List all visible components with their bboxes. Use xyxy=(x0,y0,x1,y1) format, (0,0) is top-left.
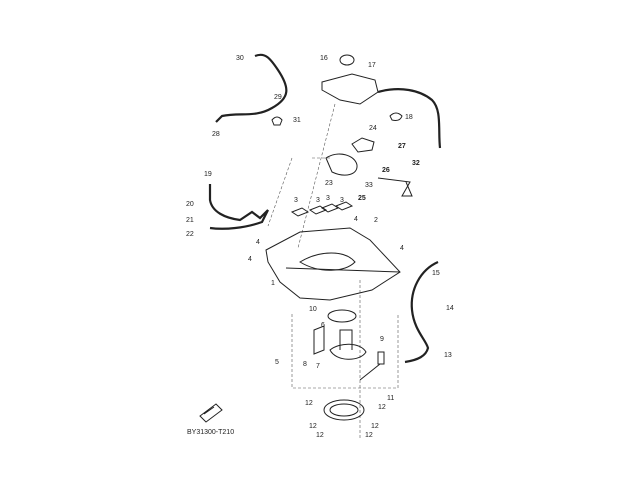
callout: 30 xyxy=(236,55,244,62)
breather-hose xyxy=(215,53,288,123)
callout: 1 xyxy=(271,280,275,287)
ref-line xyxy=(297,103,336,249)
callout: 6 xyxy=(321,322,325,329)
fuel-hose xyxy=(208,184,269,230)
heat-shield xyxy=(325,153,358,176)
callout: 7 xyxy=(316,363,320,370)
plate xyxy=(308,205,328,215)
callout: 4 xyxy=(256,239,260,246)
callout: 12 xyxy=(309,423,317,430)
callout: 14 xyxy=(446,305,454,312)
callout: 20 xyxy=(186,201,194,208)
ref-line xyxy=(267,157,293,227)
callout: 12 xyxy=(305,400,313,407)
fuel-pump-group xyxy=(291,314,399,389)
callout: 10 xyxy=(309,306,317,313)
callout: 29 xyxy=(274,94,282,101)
callout: 12 xyxy=(365,432,373,439)
callout: 12 xyxy=(378,404,386,411)
callout: 19 xyxy=(204,171,212,178)
cap-cover xyxy=(321,73,379,105)
pump-ring-inner xyxy=(329,403,359,417)
filler-cap xyxy=(339,54,355,66)
callout: 8 xyxy=(303,361,307,368)
drain-hose xyxy=(377,88,442,149)
callout: 24 xyxy=(369,125,377,132)
plate xyxy=(320,203,340,213)
plate xyxy=(334,201,354,211)
stay xyxy=(377,177,413,197)
callout: 32 xyxy=(412,160,420,167)
callout: 3 xyxy=(294,197,298,204)
front-symbol xyxy=(199,403,223,423)
callout: 3 xyxy=(340,197,344,204)
callout: 12 xyxy=(371,423,379,430)
tank-edge xyxy=(285,267,401,273)
callout: 33 xyxy=(365,182,373,189)
tank-top xyxy=(299,252,356,271)
plate xyxy=(290,207,310,217)
callout: 23 xyxy=(325,180,333,187)
callout: 18 xyxy=(405,114,413,121)
callout: 27 xyxy=(398,143,406,150)
callout: 13 xyxy=(444,352,452,359)
callout: 16 xyxy=(320,55,328,62)
callout: 25 xyxy=(358,195,366,202)
return-hose xyxy=(404,260,439,364)
diagram-code: BY31300-T210 xyxy=(187,429,234,436)
fuel-pump xyxy=(329,329,367,360)
callout: 11 xyxy=(387,395,394,402)
callout: 4 xyxy=(354,216,358,223)
callout: 26 xyxy=(382,167,390,174)
callout: 3 xyxy=(326,195,330,202)
sender xyxy=(359,351,385,381)
callout: 4 xyxy=(400,245,404,252)
callout: 31 xyxy=(293,117,301,124)
pump-ring xyxy=(323,399,365,421)
callout: 15 xyxy=(432,270,440,277)
callout: 9 xyxy=(380,336,384,343)
gasket xyxy=(327,309,357,323)
callout: 28 xyxy=(212,131,220,138)
callout: 4 xyxy=(248,256,252,263)
fuel-tank xyxy=(265,227,401,301)
callout: 12 xyxy=(316,432,324,439)
callout: 5 xyxy=(275,359,279,366)
callout: 22 xyxy=(186,231,194,238)
callout: 21 xyxy=(186,217,194,224)
filter xyxy=(313,325,325,355)
clip xyxy=(389,112,403,121)
callout: 3 xyxy=(316,197,320,204)
callout: 17 xyxy=(368,62,376,69)
callout: 2 xyxy=(374,217,378,224)
clamp xyxy=(271,116,283,126)
bracket xyxy=(351,137,375,153)
